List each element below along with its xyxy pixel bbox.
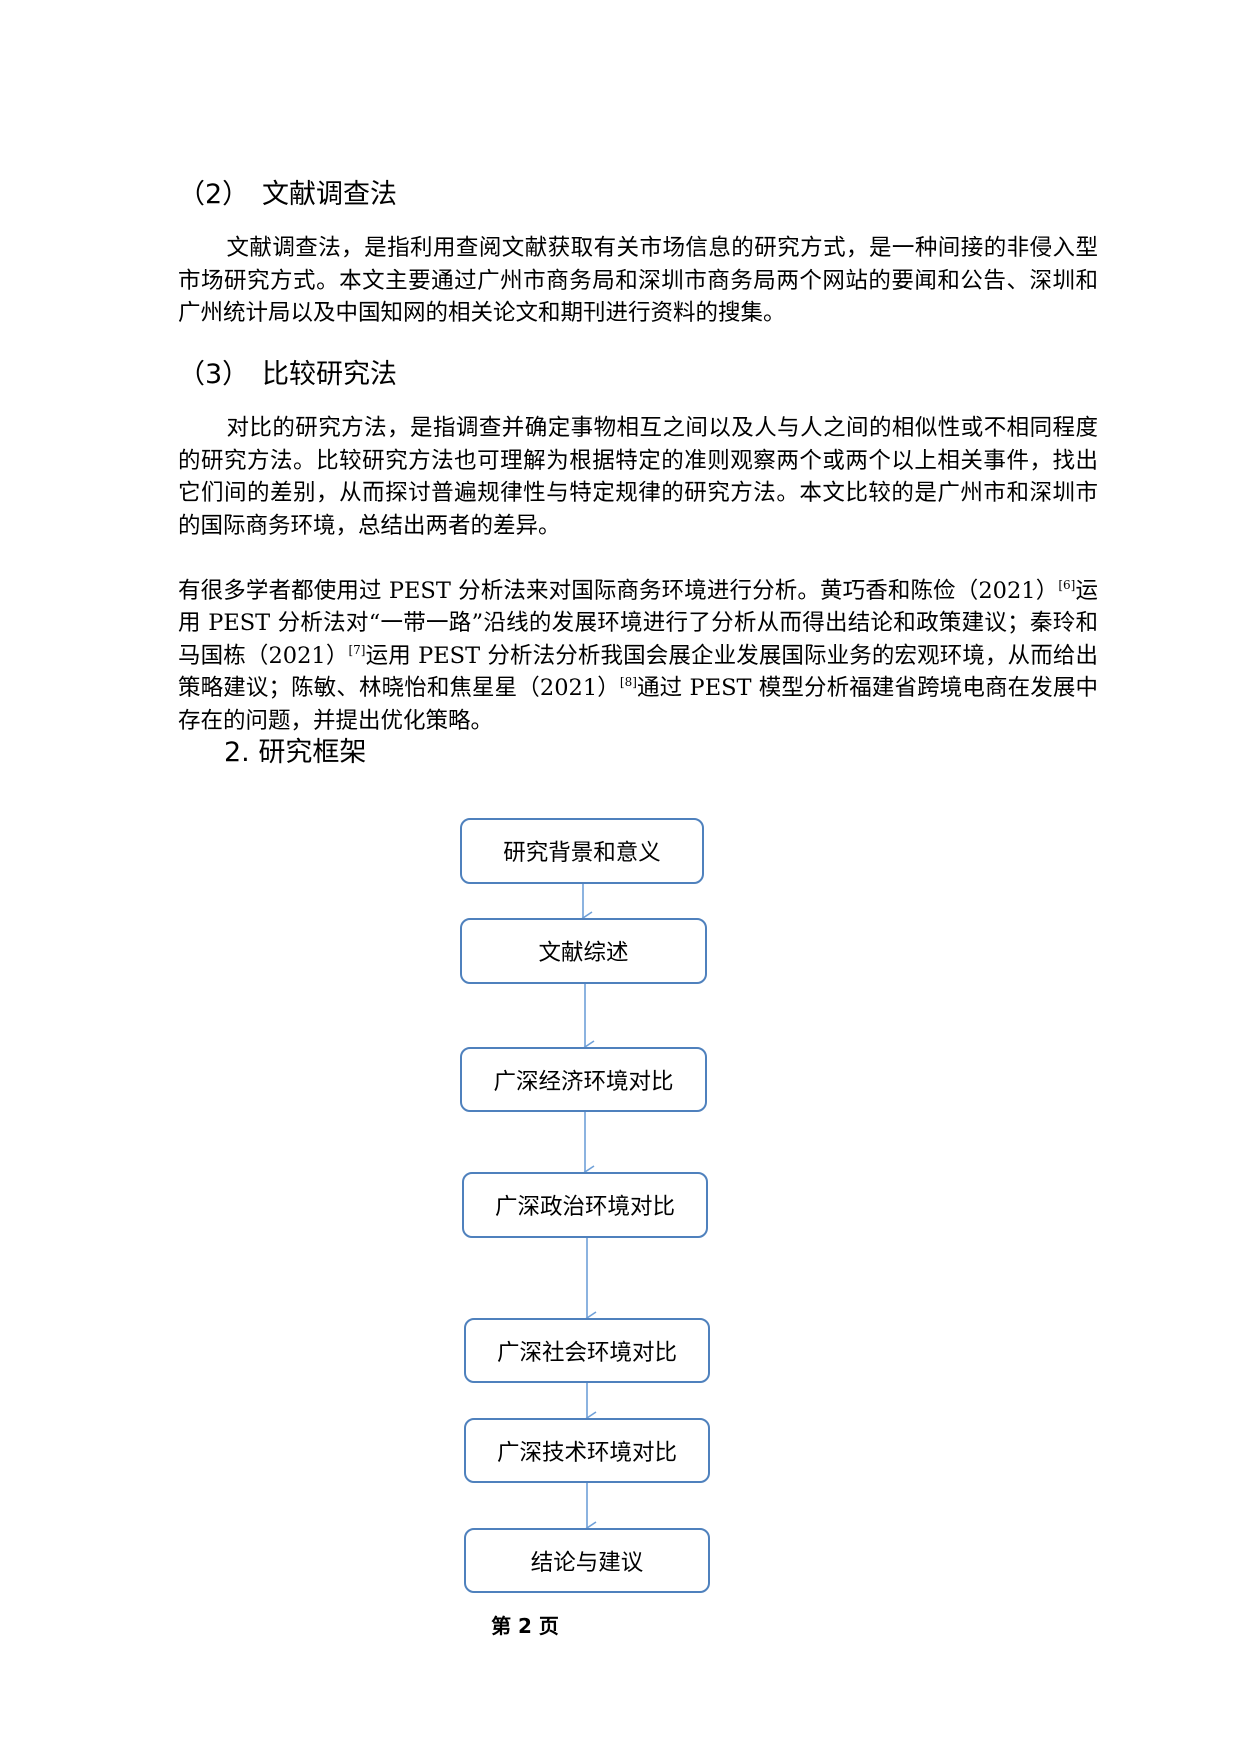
citation-ref: [8] — [619, 675, 637, 689]
paragraph-text: 运用 PEST 分析法分析我国会展企业发展国际业务的宏观环境，从而给出策略建议；… — [178, 642, 1098, 702]
citation-ref: [7] — [348, 642, 366, 657]
paragraph-text: 对比的研究方法，是指调查并确定事物相互之间以及人与人之间的相似性或不相同程度的研… — [178, 415, 1098, 539]
flow-step-technology: 广深技术环境对比 — [464, 1418, 710, 1483]
page-number: 第 2 页 — [491, 1614, 559, 1638]
subsection-heading-framework: 2. 研究框架 — [224, 737, 367, 768]
section-heading-literature: （2） 文献调查法 — [178, 172, 397, 211]
paragraph-pest-review: 有很多学者都使用过 PEST 分析法来对国际商务环境进行分析。黄巧香和陈俭（20… — [178, 542, 1098, 737]
flow-step-political: 广深政治环境对比 — [462, 1172, 708, 1238]
paragraph-comparison-method: 对比的研究方法，是指调查并确定事物相互之间以及人与人之间的相似性或不相同程度的研… — [178, 412, 1098, 542]
flow-step-background: 研究背景和意义 — [460, 818, 704, 884]
flow-step-social: 广深社会环境对比 — [464, 1318, 710, 1383]
section-title: 文献调查法 — [262, 179, 397, 210]
section-title: 比较研究法 — [262, 359, 397, 390]
section-heading-comparison: （3） 比较研究法 — [178, 352, 397, 391]
section-number: （2） — [178, 179, 250, 210]
section-number: （3） — [178, 359, 250, 390]
flow-step-conclusion: 结论与建议 — [464, 1528, 710, 1593]
paragraph-text: 通过 PEST 模型分析福建省跨境电商在发展中存在的问题，并提出优化策略。 — [178, 675, 1098, 734]
paragraph-text: 运用 PEST 分析法对“一带一路”沿线的发展环境进行了分析从而得出结论和政策建… — [178, 577, 1098, 669]
paragraph-text: 有很多学者都使用过 PEST 分析法来对国际商务环境进行分析。黄巧香和陈俭（20… — [178, 577, 1059, 604]
flow-step-literature-review: 文献综述 — [460, 918, 707, 984]
paragraph-text: 文献调查法，是指利用查阅文献获取有关市场信息的研究方式，是一种间接的非侵入型市场… — [178, 235, 1098, 326]
paragraph-literature-method: 文献调查法，是指利用查阅文献获取有关市场信息的研究方式，是一种间接的非侵入型市场… — [178, 232, 1098, 330]
flow-step-economic: 广深经济环境对比 — [460, 1047, 707, 1112]
citation-ref: [6] — [1058, 577, 1076, 592]
